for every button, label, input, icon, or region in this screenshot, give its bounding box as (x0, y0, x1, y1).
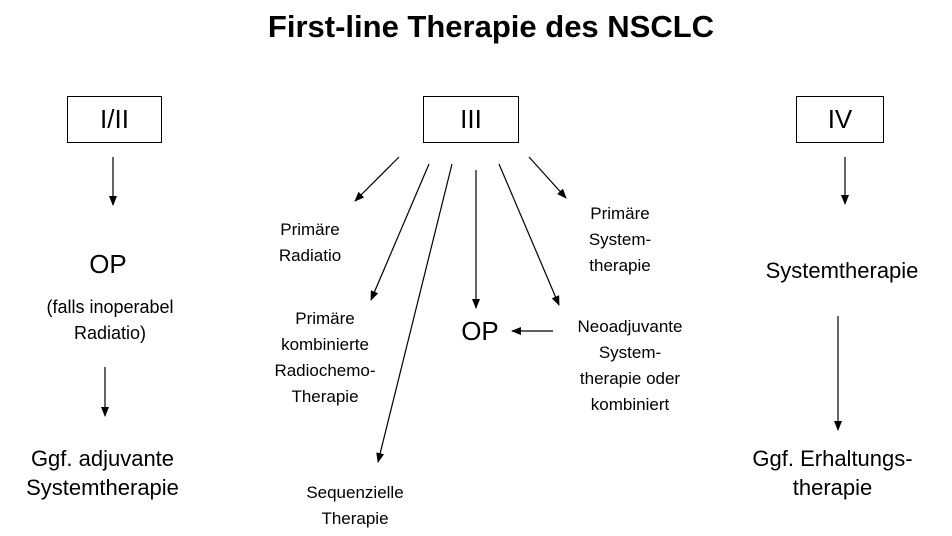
primary-combined-label: Primäre kombinierte Radiochemo- Therapie (260, 306, 390, 410)
primary-systemic-label: Primäre System- therapie (560, 201, 680, 279)
arrow-s3-to-radiatio (354, 156, 400, 202)
right-systemtherapie-label: Systemtherapie (765, 258, 919, 283)
stage-box-i-ii: I/II (67, 96, 162, 143)
left-op-label: OP (89, 249, 127, 279)
primary-radiatio-line1: Primäre (280, 220, 340, 239)
left-inoperable-note: (falls inoperabel Radiatio) (20, 294, 200, 346)
sequential-therapy-line1: Sequenzielle (306, 483, 404, 502)
left-adjuvant-line1: Ggf. adjuvante (30, 446, 175, 471)
primary-combined-line2: kombinierte (281, 335, 369, 354)
neoadjuvant-line2: System- (598, 343, 662, 362)
primary-combined-line4: Therapie (291, 387, 359, 406)
sequential-therapy-label: Sequenzielle Therapie (285, 480, 425, 532)
primary-combined-line3: Radiochemo- (274, 361, 376, 380)
middle-op-label: OP (461, 316, 499, 346)
left-note-line1: (falls inoperabel (46, 297, 174, 317)
left-note-line2: Radiatio) (73, 323, 147, 343)
primary-radiatio-line2: Radiatio (278, 246, 342, 265)
arrow-s3-to-sequenz (376, 163, 453, 463)
sequential-therapy-line2: Therapie (321, 509, 389, 528)
primary-systemic-line1: Primäre (590, 204, 650, 223)
stage-box-iii: III (423, 96, 519, 143)
right-maintenance-line1: Ggf. Erhaltungs- (752, 446, 913, 471)
arrow-s3-to-neo (498, 163, 560, 306)
arrow-s3-to-primsys (528, 156, 567, 199)
primary-radiatio-label: Primäre Radiatio (255, 217, 365, 269)
left-adjuvant-label: Ggf. adjuvante Systemtherapie (5, 444, 200, 502)
neoadjuvant-label: Neoadjuvante System- therapie oder kombi… (555, 314, 705, 418)
diagram-title: First-line Therapie des NSCLC (267, 9, 715, 44)
left-adjuvant-line2: Systemtherapie (26, 475, 179, 500)
neoadjuvant-line1: Neoadjuvante (577, 317, 683, 336)
right-maintenance-line2: therapie (792, 475, 873, 500)
primary-combined-line1: Primäre (295, 309, 355, 328)
primary-systemic-line2: System- (588, 230, 652, 249)
neoadjuvant-line3: therapie oder (579, 369, 681, 388)
stage-box-iv: IV (796, 96, 884, 143)
right-maintenance-label: Ggf. Erhaltungs- therapie (735, 444, 930, 502)
primary-systemic-line3: therapie (589, 256, 651, 275)
neoadjuvant-line4: kombiniert (590, 395, 670, 414)
arrow-s3-to-kombi (370, 163, 430, 301)
